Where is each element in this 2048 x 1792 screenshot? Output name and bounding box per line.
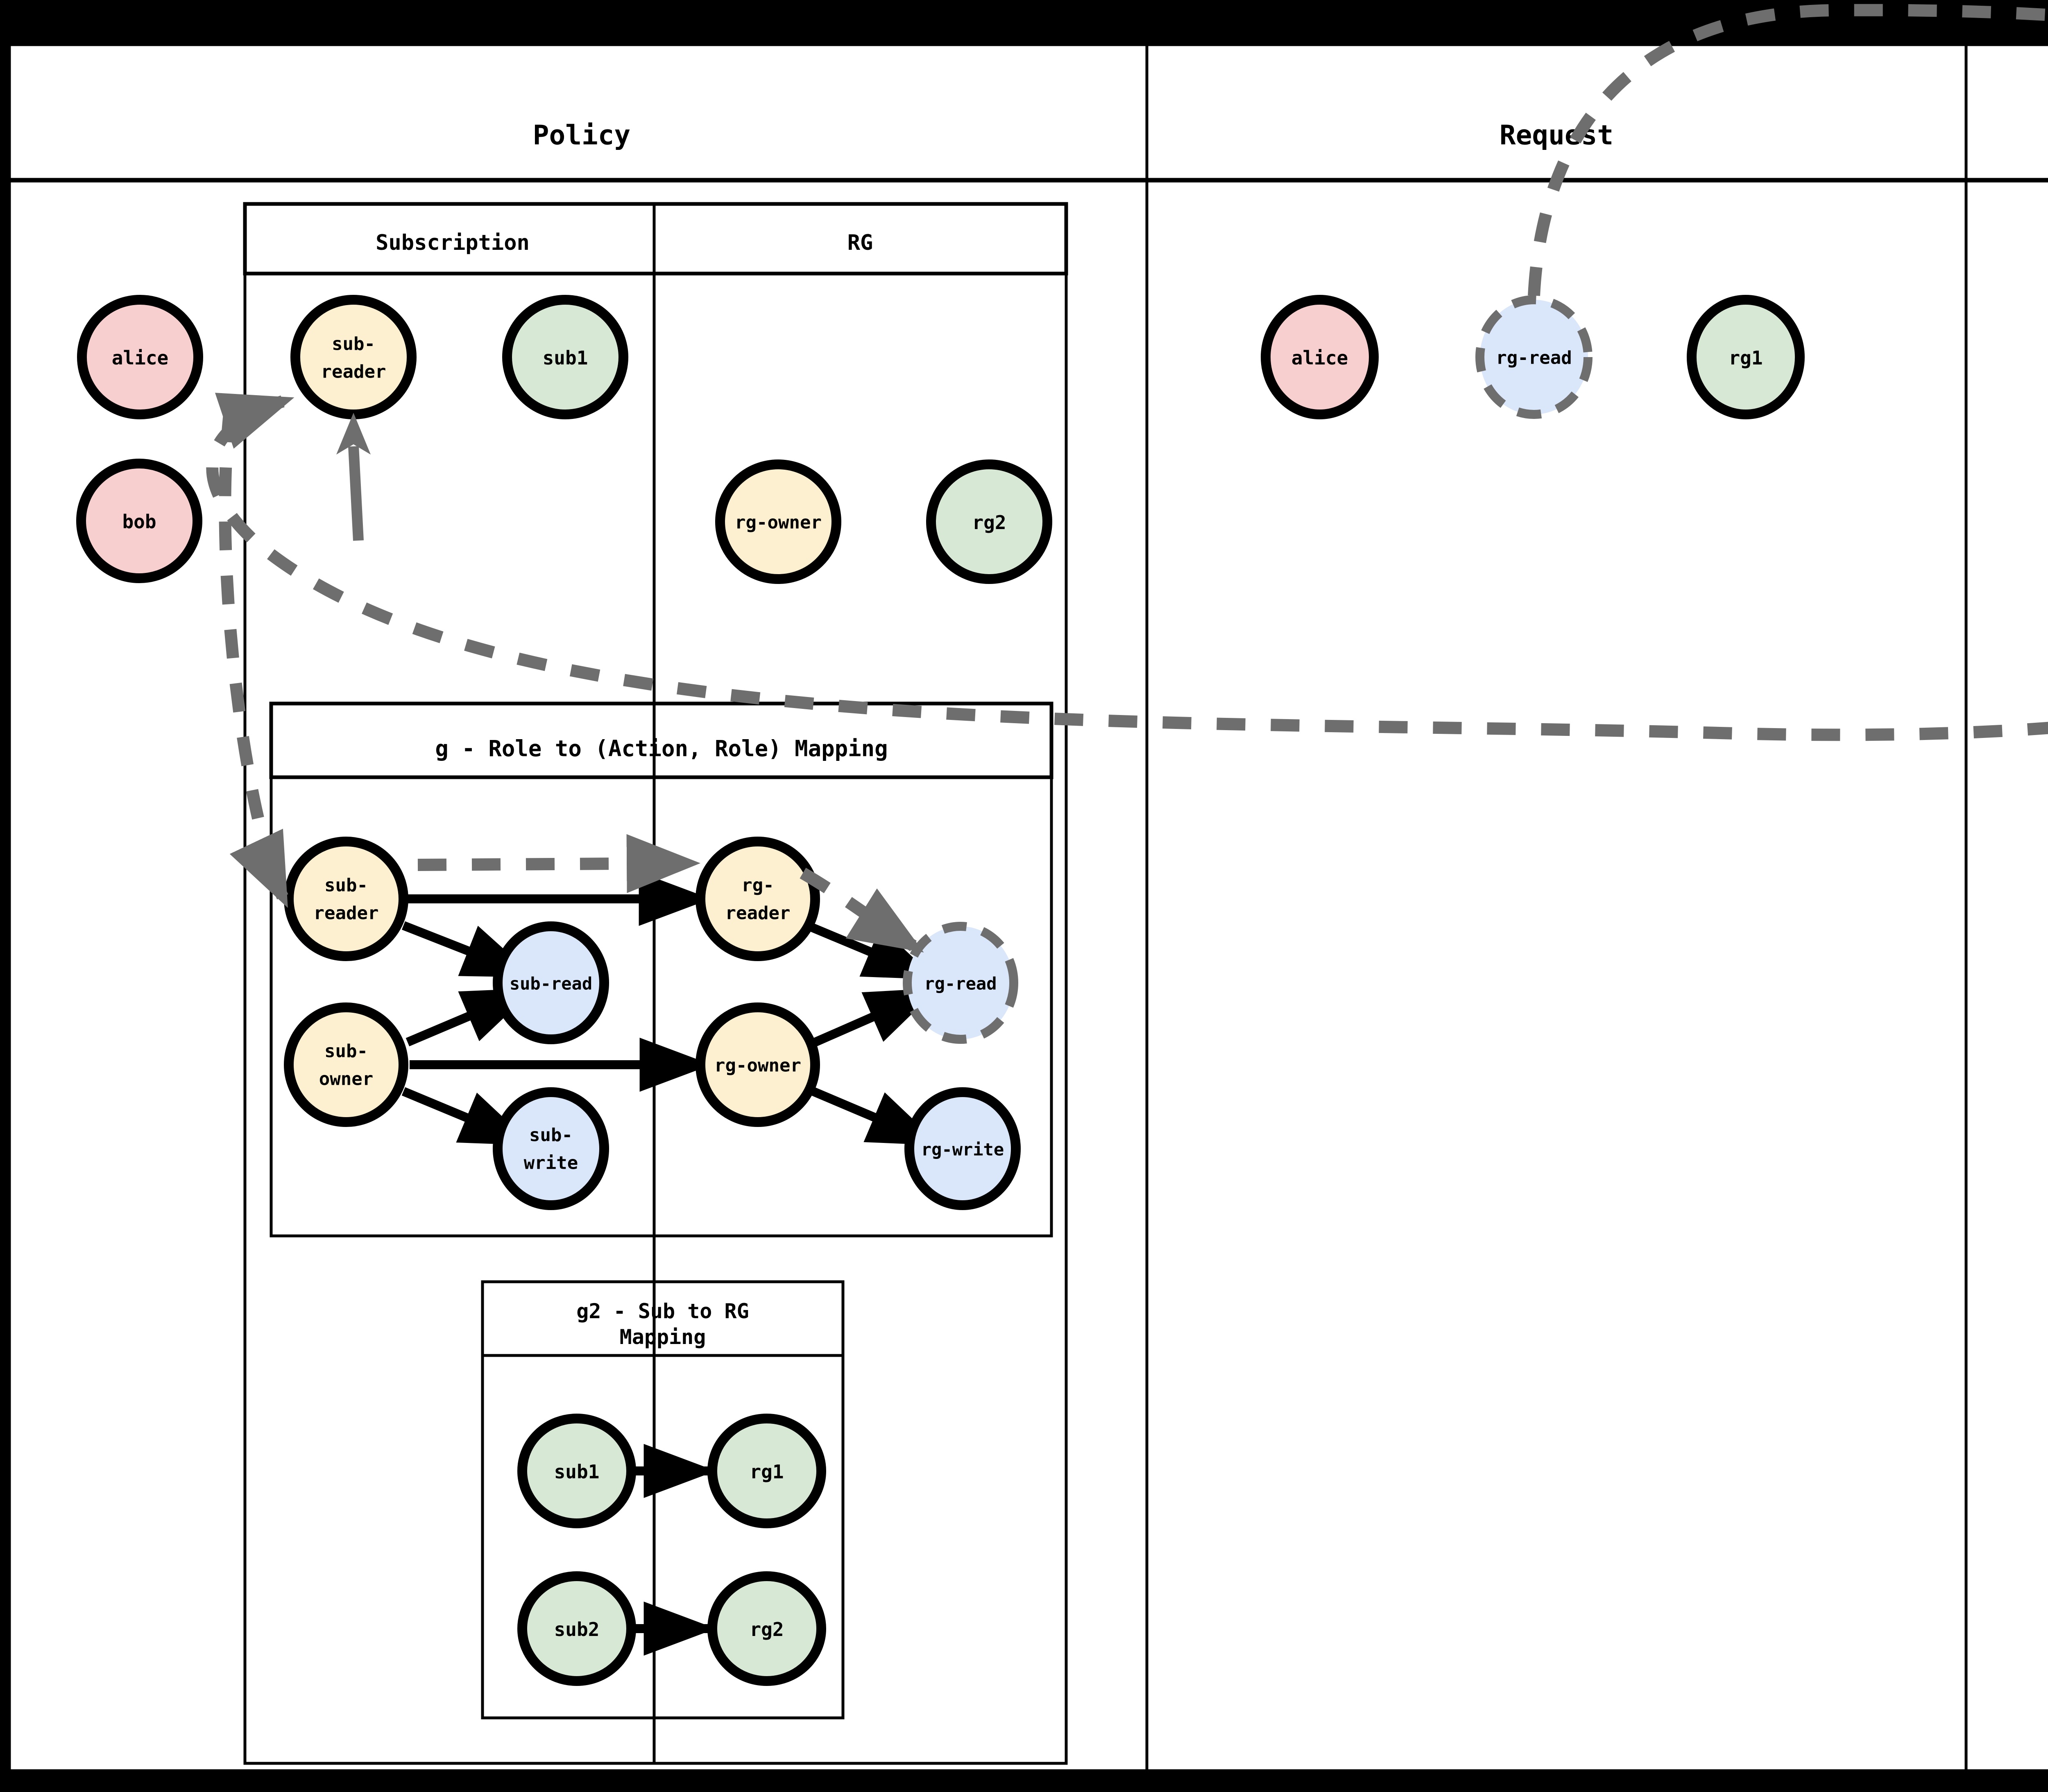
policy-subject-bob-label: bob (122, 511, 156, 533)
g-node-sub-owner-line1: sub- (324, 1041, 368, 1062)
g-node-sub-reader-line2: reader (314, 903, 379, 924)
highlight-g-rgreader-to-rgread (800, 868, 924, 953)
g-mapping-title-row (269, 701, 1053, 779)
g-node-sub-owner-line2: owner (319, 1069, 373, 1090)
g-node-rg-owner[interactable]: rg-owner (696, 1002, 820, 1127)
request-node-rg-read[interactable]: rg-read (1475, 295, 1593, 419)
g-mapping-title: g - Role to (Action, Role) Mapping (435, 736, 888, 762)
g2-node-rg1-label: rg1 (750, 1461, 784, 1483)
panel-title-request: Request (1500, 120, 1613, 151)
g-node-sub-read[interactable]: sub-read (493, 921, 609, 1044)
policy-node-rg-owner[interactable]: rg-owner (715, 459, 841, 584)
policy-subject-bob[interactable]: bob (76, 459, 202, 583)
g-node-rg-reader-line1: rg- (741, 875, 774, 896)
policy-node-rg2[interactable]: rg2 (926, 459, 1052, 584)
g2-mapping-title-line1: g2 - Sub to RG (576, 1299, 749, 1323)
g2-node-rg2-label: rg2 (750, 1618, 784, 1640)
g-node-sub-owner[interactable]: sub- owner (284, 1002, 408, 1127)
policy-node-rg2-label: rg2 (972, 511, 1006, 534)
g-node-sub-write-line1: sub- (529, 1125, 573, 1146)
g2-node-rg2[interactable]: rg2 (707, 1571, 826, 1686)
request-node-rg1-label: rg1 (1729, 347, 1763, 369)
policy-node-sub-reader[interactable]: sub- reader (290, 295, 417, 419)
request-node-alice-label: alice (1291, 347, 1348, 369)
g-node-sub-reader-line1: sub- (324, 875, 368, 896)
highlight-paths (206, 4, 2048, 953)
policy-node-sub1[interactable]: sub1 (502, 295, 628, 419)
g-node-sub-read-label: sub-read (510, 974, 592, 994)
g2-node-sub2[interactable]: sub2 (517, 1571, 636, 1686)
g2-mapping-edges (633, 1444, 716, 1656)
g-node-rg-read-label: rg-read (924, 974, 997, 994)
request-node-rg-read-label: rg-read (1496, 348, 1572, 369)
policy-node-sub-reader-line1: sub- (332, 334, 375, 355)
g-node-rg-owner-label: rg-owner (714, 1055, 801, 1076)
policy-node-sub1-label: sub1 (543, 347, 588, 369)
g2-node-sub2-label: sub2 (554, 1618, 600, 1640)
g2-node-sub1[interactable]: sub1 (517, 1414, 636, 1528)
policy-subject-alice-label: alice (112, 347, 168, 369)
policy-subject-alice[interactable]: alice (77, 295, 203, 419)
highlight-g-subreader-to-rgreader (417, 834, 700, 893)
g-node-sub-write-line2: write (524, 1153, 578, 1174)
request-node-rg1[interactable]: rg1 (1687, 295, 1805, 419)
g-node-rg-reader-line2: reader (725, 903, 791, 924)
g-node-sub-reader[interactable]: sub- reader (284, 837, 408, 961)
g-node-rg-write[interactable]: rg-write (904, 1087, 1021, 1210)
policy-node-rg-owner-label: rg-owner (735, 512, 822, 533)
g-node-rg-write-label: rg-write (921, 1140, 1004, 1160)
g2-mapping-title-row (481, 1280, 845, 1357)
panel-title-policy: Policy (533, 120, 630, 151)
g-node-rg-reader[interactable]: rg- reader (696, 837, 820, 961)
request-node-alice[interactable]: alice (1261, 295, 1379, 419)
policy-node-sub-reader-line2: reader (321, 362, 386, 382)
highlight-matching-to-policy-subreader (206, 393, 2048, 741)
highlight-arrow-into-policy-subreader (336, 413, 371, 541)
policy-column-header-rg: RG (847, 231, 873, 255)
g2-node-rg1[interactable]: rg1 (707, 1414, 826, 1528)
highlight-policy-down-to-g (219, 413, 288, 908)
g2-mapping-title-line2: Mapping (620, 1325, 706, 1349)
g2-node-sub1-label: sub1 (554, 1461, 600, 1483)
g-node-rg-read[interactable]: rg-read (903, 922, 1018, 1044)
policy-column-header-subscription: Subscription (376, 231, 530, 255)
g-node-sub-write[interactable]: sub- write (493, 1087, 609, 1210)
